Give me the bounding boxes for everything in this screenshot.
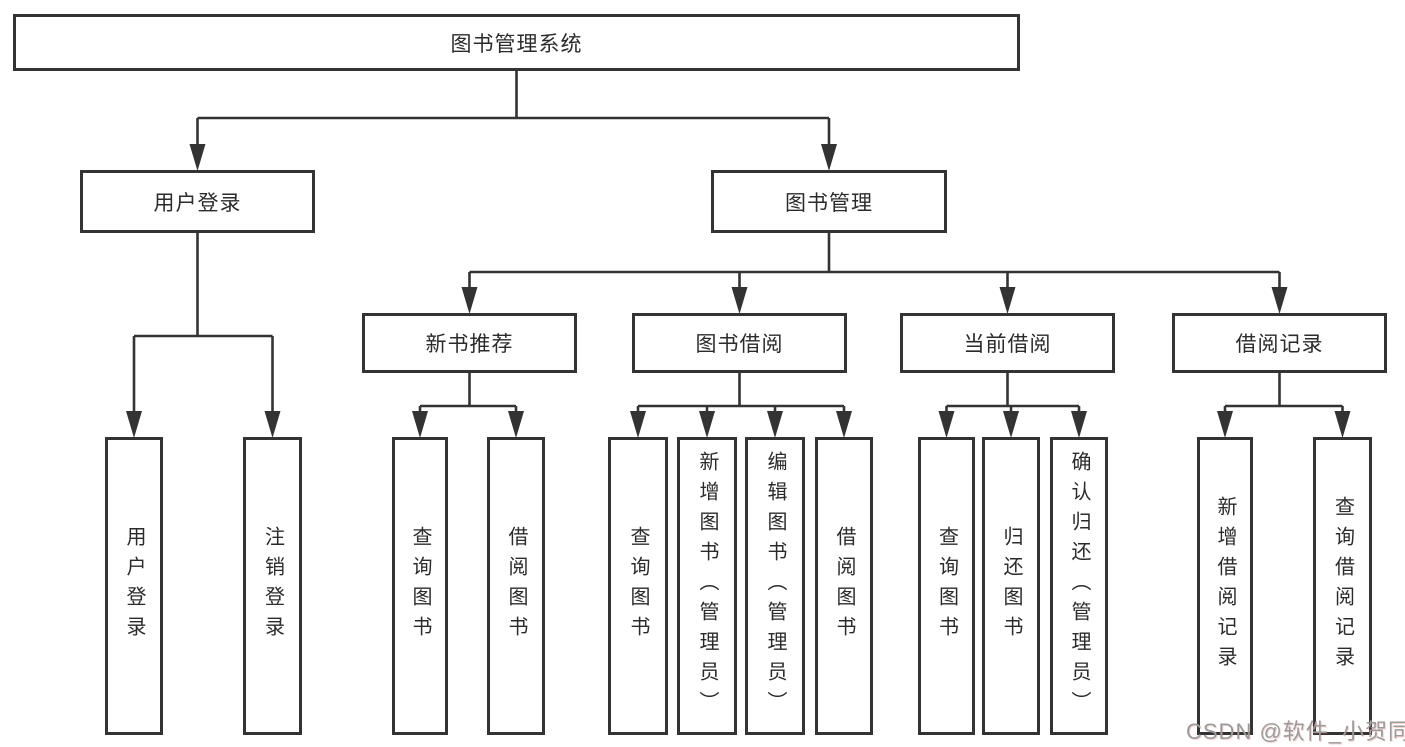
node-login: 用户登录 xyxy=(80,170,315,233)
node-label: 用户登录 xyxy=(123,526,145,646)
node-root: 图书管理系统 xyxy=(13,14,1020,71)
node-label: 新增借阅记录 xyxy=(1214,496,1236,676)
node-borrow: 图书借阅 xyxy=(632,313,847,373)
node-u1: 用户登录 xyxy=(105,437,163,735)
node-b1: 查询图书 xyxy=(608,437,668,735)
node-label: 图书借阅 xyxy=(695,333,784,356)
node-label: 查询图书 xyxy=(409,526,431,646)
node-c1: 查询图书 xyxy=(918,437,975,735)
node-b4: 借阅图书 xyxy=(815,437,873,735)
node-label: 图书管理 xyxy=(785,191,873,215)
node-records: 借阅记录 xyxy=(1172,313,1387,373)
node-b2: 新增图书（管理员） xyxy=(677,437,737,735)
node-label: 当前借阅 xyxy=(963,333,1052,356)
node-r1: 新增借阅记录 xyxy=(1197,437,1253,735)
node-label: 新增图书（管理员） xyxy=(696,451,718,721)
node-c3: 确认归还（管理员） xyxy=(1050,437,1108,735)
node-c2: 归还图书 xyxy=(982,437,1040,735)
node-label: 确认归还（管理员） xyxy=(1068,451,1090,721)
node-b3: 编辑图书（管理员） xyxy=(745,437,805,735)
node-label: 查询借阅记录 xyxy=(1331,496,1354,676)
node-bookmgmt: 图书管理 xyxy=(711,170,947,233)
node-label: 借阅图书 xyxy=(505,526,527,646)
node-label: 借阅图书 xyxy=(833,526,855,646)
node-n2: 借阅图书 xyxy=(487,437,545,735)
node-label: 新书推荐 xyxy=(425,333,514,356)
node-label: 图书管理系统 xyxy=(450,32,583,56)
node-label: 查询图书 xyxy=(935,526,958,646)
node-u2: 注销登录 xyxy=(243,437,302,735)
node-n1: 查询图书 xyxy=(392,437,448,735)
node-label: 编辑图书（管理员） xyxy=(764,451,786,721)
node-newbook: 新书推荐 xyxy=(362,313,577,373)
node-current: 当前借阅 xyxy=(900,313,1115,373)
node-label: 注销登录 xyxy=(261,526,284,646)
watermark: CSDN @软件_小贺同学 xyxy=(1186,719,1405,744)
node-label: 用户登录 xyxy=(153,191,242,215)
node-label: 归还图书 xyxy=(1000,526,1022,646)
node-label: 借阅记录 xyxy=(1235,333,1324,356)
node-r2: 查询借阅记录 xyxy=(1313,437,1372,735)
node-label: 查询图书 xyxy=(627,526,649,646)
